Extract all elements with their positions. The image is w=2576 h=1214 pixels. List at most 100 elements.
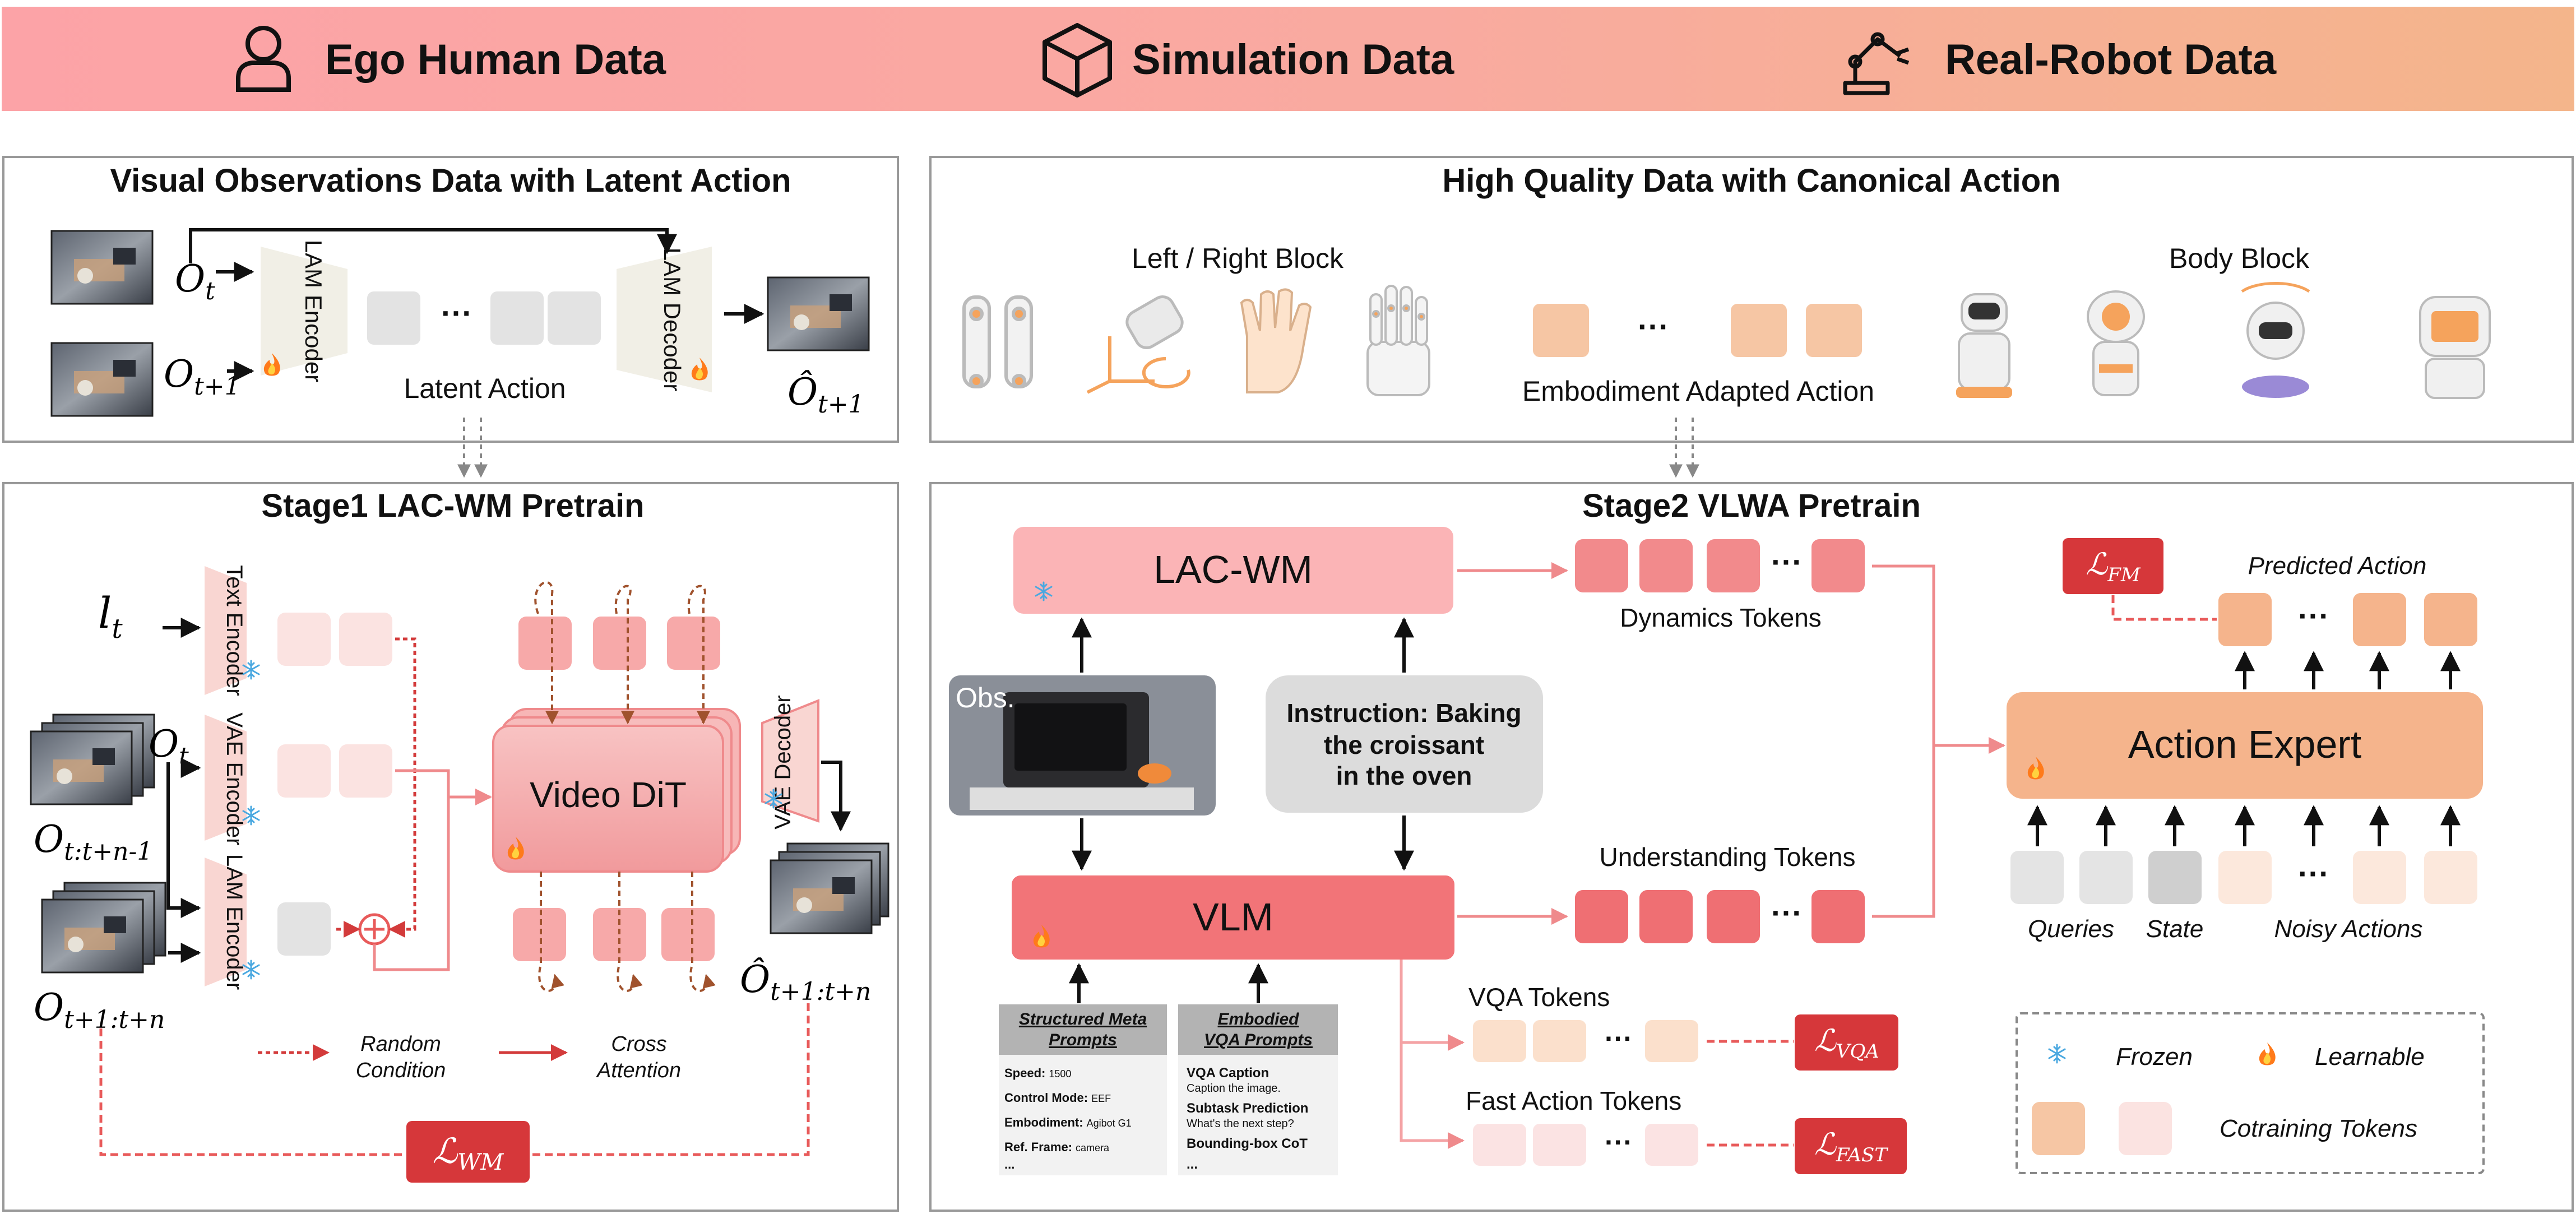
action-expert-input-row: ··· — [2010, 851, 2477, 904]
latent-token — [277, 902, 331, 956]
panel-title: High Quality Data with Canonical Action — [1442, 163, 2060, 199]
ellipsis: ··· — [1638, 309, 1669, 344]
svg-text:...: ... — [1187, 1157, 1198, 1172]
embodiment-label: Embodiment Adapted Action — [1522, 376, 1874, 407]
latent-token — [367, 291, 420, 345]
svg-text:Bounding-box CoT: Bounding-box CoT — [1187, 1136, 1308, 1151]
svg-text:in the oven: in the oven — [1336, 761, 1472, 790]
svg-text:···: ··· — [1605, 1127, 1633, 1158]
high-quality-content: High Quality Data with Canonical Action … — [962, 163, 2491, 478]
text-token — [339, 613, 392, 666]
vlm-block: VLM — [1012, 875, 1454, 960]
screen-robot-icon — [2419, 296, 2491, 399]
observation-image: Obs. — [949, 675, 1216, 815]
lam-encoder-label: LAM Encoder — [300, 240, 327, 382]
lam-encoder-label: LAM Encoder — [222, 854, 247, 990]
o-hat-label: Ôt+1 — [787, 370, 864, 419]
end-effector-icon — [1086, 295, 1190, 394]
text-token — [277, 613, 331, 666]
hand-icon — [1240, 288, 1312, 393]
visual-token — [339, 744, 392, 798]
lam-decoder-block: LAM Decoder — [617, 247, 712, 392]
svg-text:VQA Caption: VQA Caption — [1187, 1065, 1269, 1081]
dynamics-token-row: ··· — [1575, 539, 1865, 592]
svg-text:···: ··· — [1771, 895, 1803, 930]
video-frames-stack — [30, 713, 155, 805]
understanding-token-row: ··· — [1575, 890, 1865, 943]
person-icon — [236, 26, 291, 92]
action-token — [1731, 304, 1787, 357]
stage2-title: Stage2 VLWA Pretrain — [1582, 488, 1921, 524]
visual-token — [277, 744, 331, 798]
svg-text:···: ··· — [1771, 544, 1803, 580]
svg-text:Subtask Prediction: Subtask Prediction — [1187, 1101, 1308, 1116]
lam-encoder-block: LAM Encoder — [261, 240, 348, 382]
loss-vqa-badge: ℒVQA — [1795, 1014, 1898, 1071]
o-seq-label: Ot:t+n-1 — [34, 818, 152, 866]
mobile-robot-icon — [2241, 281, 2310, 398]
stage1-content: Stage1 LAC-WM Pretrain lt Ot Ot:t+n-1 Ot… — [30, 488, 889, 1183]
frame-image-t1 — [50, 342, 154, 417]
stage2-content: Stage2 VLWA Pretrain LAC-WM ··· Dynamics… — [949, 488, 2485, 1175]
latent-token — [548, 291, 601, 345]
o-t1-label: Ot+1 — [164, 353, 240, 401]
svg-text:What's the next step?: What's the next step? — [1187, 1118, 1294, 1130]
svg-text:Ref. Frame:camera: Ref. Frame:camera — [1004, 1140, 1110, 1154]
panel-title: Visual Observations Data with Latent Act… — [110, 163, 791, 199]
dynamics-tokens-label: Dynamics Tokens — [1620, 603, 1822, 632]
svg-text:ℒFAST: ℒFAST — [1814, 1127, 1888, 1166]
latent-action-label: Latent Action — [404, 373, 566, 404]
gripper-icon — [962, 295, 1033, 388]
ellipsis: ··· — [441, 295, 472, 331]
cross-attention-label: Cross — [611, 1032, 666, 1056]
loss-fast-badge: ℒFAST — [1795, 1118, 1907, 1174]
svg-text:Embodiment:Agibot G1: Embodiment:Agibot G1 — [1004, 1115, 1132, 1129]
fast-action-tokens-label: Fast Action Tokens — [1466, 1086, 1681, 1115]
obs-label: Obs. — [956, 682, 1015, 713]
svg-text:Control Mode:EEF: Control Mode:EEF — [1004, 1091, 1111, 1105]
svg-text:···: ··· — [2298, 856, 2329, 891]
svg-text:ℒFM: ℒFM — [2086, 546, 2141, 586]
legend-learnable-label: Learnable — [2315, 1043, 2425, 1071]
svg-text:Instruction: Baking: Instruction: Baking — [1286, 698, 1521, 728]
vae-decoder-label: VAE Decoder — [771, 695, 795, 829]
svg-text:VQA Prompts: VQA Prompts — [1204, 1031, 1313, 1049]
legend-cotraining-label: Cotraining Tokens — [2220, 1115, 2417, 1142]
real-robot-data-label: Real-Robot Data — [1945, 36, 2277, 84]
svg-text:···: ··· — [1605, 1023, 1633, 1054]
stage1-title: Stage1 LAC-WM Pretrain — [261, 488, 644, 524]
structured-meta-prompts-card: Structured Meta Prompts Speed:1500 Contr… — [999, 1004, 1167, 1175]
o-hat-label: Ôt+1:t+n — [740, 957, 871, 1006]
o-t-label: Ot — [175, 257, 215, 305]
body-block-label: Body Block — [2169, 243, 2310, 274]
state-label: State — [2146, 915, 2204, 943]
predicted-frames-stack — [770, 842, 889, 934]
vae-decoder-block: VAE Decoder — [761, 695, 819, 830]
vlm-label: VLM — [1193, 895, 1273, 939]
humanoid-robot-icon — [1956, 293, 2012, 398]
svg-text:Speed:1500: Speed:1500 — [1004, 1066, 1071, 1080]
instruction-box: Instruction: Baking the croissant in the… — [1266, 675, 1543, 813]
noisy-actions-label: Noisy Actions — [2274, 915, 2423, 943]
loss-fm-badge: ℒFM — [2063, 538, 2163, 594]
legend-box: Frozen Learnable Cotraining Tokens — [2016, 1012, 2485, 1174]
predicted-action-label: Predicted Action — [2248, 552, 2427, 580]
svg-text:...: ... — [1004, 1157, 1014, 1171]
action-token — [1533, 304, 1589, 357]
svg-text:the croissant: the croissant — [1324, 730, 1484, 759]
vqa-token-row: ··· — [1473, 1020, 1698, 1062]
action-expert-label: Action Expert — [2128, 722, 2361, 766]
svg-text:Prompts: Prompts — [1049, 1031, 1117, 1049]
predicted-action-row: ··· — [2218, 593, 2477, 646]
embodied-vqa-prompts-card: Embodied VQA Prompts VQA Caption Caption… — [1178, 1004, 1338, 1175]
l-t-label: lt — [98, 588, 123, 645]
action-token — [1806, 304, 1862, 357]
svg-text:···: ··· — [2298, 598, 2329, 633]
lam-decoder-label: LAM Decoder — [659, 248, 685, 392]
dit-output-tokens — [513, 617, 720, 961]
left-right-block-label: Left / Right Block — [1132, 243, 1344, 274]
cube-icon — [1043, 23, 1112, 98]
next-frames-stack — [41, 882, 166, 974]
cotraining-token-swatch — [2032, 1102, 2085, 1155]
